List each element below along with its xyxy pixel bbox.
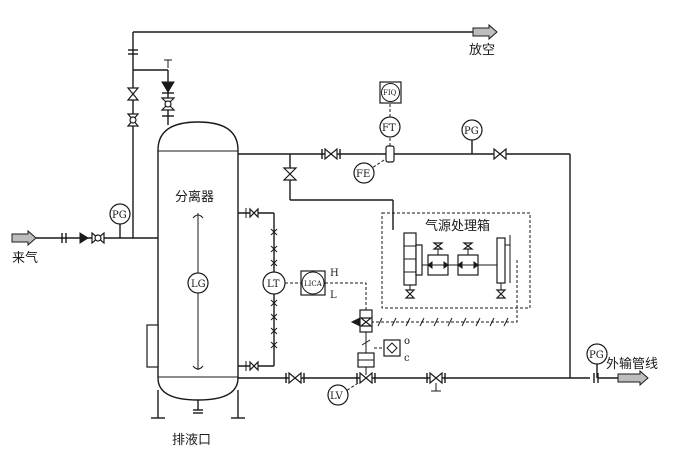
svg-text:PG: PG bbox=[112, 210, 127, 221]
vent-manual-valve-1 bbox=[126, 87, 140, 101]
level-control-valve bbox=[356, 371, 376, 385]
alarm-low: L bbox=[330, 290, 337, 301]
vent-manual-valve-2 bbox=[126, 113, 140, 127]
vent-label: 放空 bbox=[469, 43, 495, 58]
vent-arrow bbox=[472, 23, 498, 41]
filter-right bbox=[496, 237, 506, 284]
inlet-check-valve bbox=[79, 232, 89, 244]
svg-text:PG: PG bbox=[589, 350, 604, 361]
alarm-high: H bbox=[330, 268, 339, 279]
bypass-valve bbox=[282, 167, 298, 181]
gas-treatment-box bbox=[381, 212, 531, 309]
flow-element bbox=[385, 145, 395, 163]
gas-box-label: 气源处理箱 bbox=[425, 218, 490, 234]
pg-gas-outlet bbox=[461, 119, 483, 141]
flow-element-fe bbox=[353, 162, 375, 184]
svg-text:LG: LG bbox=[191, 279, 206, 290]
gas-outlet-valve bbox=[321, 147, 341, 161]
level-valve-lv bbox=[327, 384, 349, 406]
inlet-label: 来气 bbox=[12, 250, 38, 266]
safety-valve-isolation bbox=[160, 97, 176, 111]
check-valve-liquid bbox=[426, 371, 446, 392]
svg-text:PG: PG bbox=[464, 126, 479, 137]
tracing-marks bbox=[270, 228, 278, 349]
export-arrow bbox=[617, 369, 649, 387]
flow-totalizer-fiq bbox=[379, 81, 402, 104]
limit-switch bbox=[383, 339, 401, 357]
export-line-label: 外输管线 bbox=[606, 356, 658, 372]
svg-text:FIQ: FIQ bbox=[383, 89, 397, 97]
svg-text:LV: LV bbox=[330, 391, 343, 402]
level-gauge-lg bbox=[187, 272, 209, 294]
pg-inlet bbox=[109, 203, 131, 225]
pg-export bbox=[586, 343, 608, 365]
inlet-arrow bbox=[11, 229, 37, 247]
svg-text:LT: LT bbox=[267, 279, 280, 290]
svg-text:o: o bbox=[404, 336, 410, 347]
inlet-ball-valve bbox=[91, 231, 105, 245]
svg-text:FE: FE bbox=[356, 169, 370, 180]
drain-label: 排液口 bbox=[172, 433, 211, 448]
svg-text:FT: FT bbox=[382, 123, 396, 134]
svg-text:c: c bbox=[404, 353, 410, 364]
safety-valve bbox=[161, 81, 175, 93]
manhole bbox=[146, 324, 159, 368]
gas-line-valve bbox=[493, 147, 507, 161]
liquid-outlet-valve bbox=[285, 371, 305, 385]
separator-label: 分离器 bbox=[175, 189, 214, 205]
svg-text:LICA: LICA bbox=[304, 280, 323, 288]
